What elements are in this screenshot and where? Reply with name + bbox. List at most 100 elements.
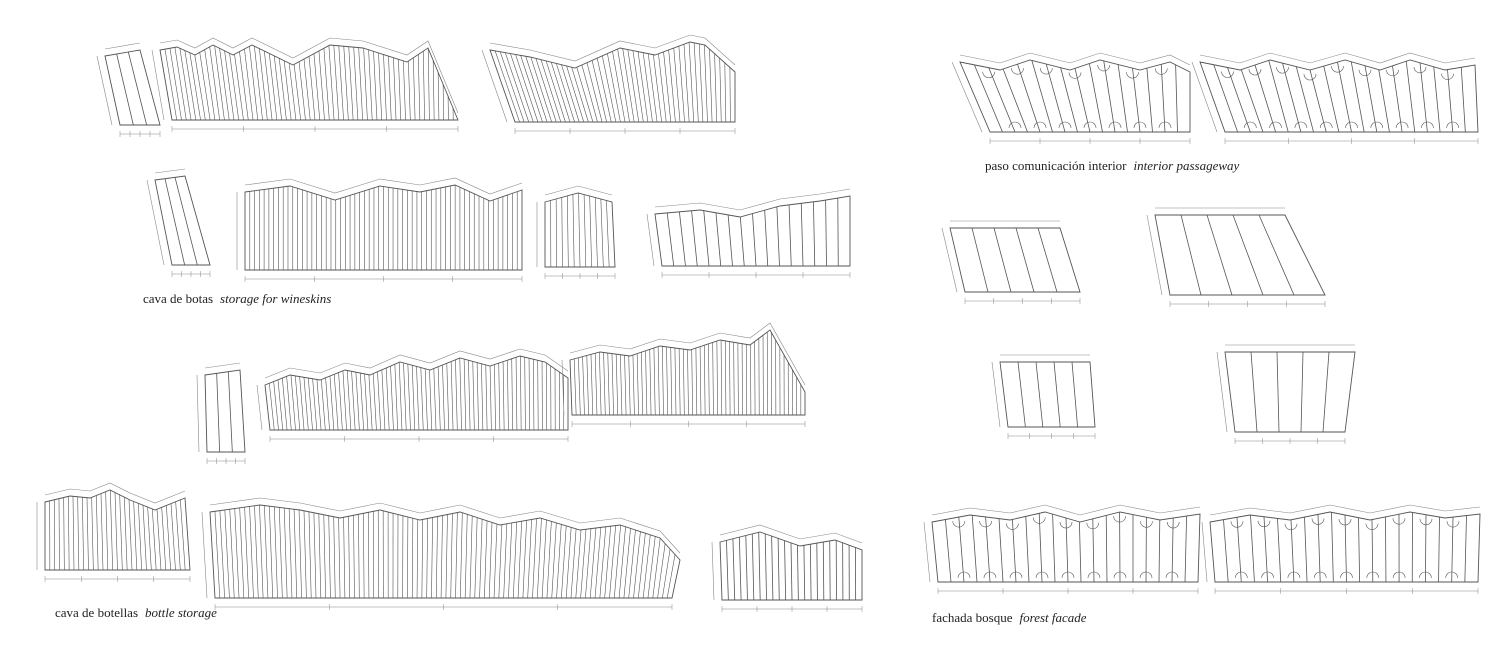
slat-line [424,368,428,431]
slat-line [712,342,714,416]
slat-line [298,61,306,121]
slat-line [133,501,138,571]
slat-line [803,545,806,601]
slat-line [273,55,282,121]
slat-line [274,506,278,599]
slat-line [745,535,748,601]
slat-line [764,533,767,601]
slat-line [358,514,360,599]
slat-line [353,47,359,121]
door-swing-arc [1166,521,1180,529]
slat-line [286,376,292,431]
slat-line [353,515,355,599]
slat-line [288,63,297,121]
slat-line [520,356,522,431]
slat-line [219,510,225,599]
slat-line [393,57,397,121]
slat-line [147,507,152,571]
slat-line [737,342,739,416]
door-swing-arc [1338,518,1352,526]
slat-line [1031,60,1053,133]
slat-line [691,349,693,416]
slat-line [368,374,373,431]
side-dimension-line [1201,521,1208,583]
slat-line [620,354,623,416]
slat-line [199,52,211,121]
slat-line [511,358,513,431]
top-dimension-line [264,348,569,379]
side-dimension-line [1216,351,1228,433]
slat-line [394,364,399,431]
panel-outline [1154,214,1326,296]
door-swing-arc [1068,72,1082,79]
slat-line [91,497,94,571]
slat-line [323,48,330,121]
side-dimension-line [991,361,1001,428]
slat-line [567,195,569,268]
slat-line [312,378,318,431]
slat-line [632,355,635,416]
door-swing-arc [1446,121,1459,129]
slat-line [647,536,656,599]
slat-line [333,374,339,431]
slat-line [442,84,444,121]
slat-line [468,360,471,431]
top-dimension-line [104,42,141,50]
slat-line [442,365,445,431]
slat-line [573,358,577,416]
slat-line [653,54,662,123]
door-swing-arc [1421,121,1434,129]
slat-line [1037,227,1058,293]
door-swing-arc [1126,72,1139,79]
door-swing-arc [1133,121,1147,129]
slat-line [216,373,221,453]
slat-line [249,46,259,121]
slat-line [77,496,80,571]
slat-line [320,379,326,431]
slat-line [522,520,527,599]
panel-outline [1209,511,1481,583]
slat-line [666,346,668,416]
door-swing-arc [1011,68,1024,75]
slat-line [570,528,577,599]
slat-line [363,48,368,121]
slat-line [662,346,664,416]
slat-line [1092,518,1095,583]
slat-line [1378,69,1390,133]
slat-line [1358,517,1361,583]
slat-line [764,210,769,267]
slat-line [540,59,562,123]
slat-line [1451,517,1454,583]
slat-line [561,197,563,268]
slat-line [249,506,254,599]
slat-line [1331,512,1334,583]
slat-line [464,514,468,599]
door-swing-arc [957,571,971,579]
door-swing-arc [1257,520,1271,528]
door-swing-arc [1158,121,1172,129]
slat-line [517,521,522,599]
slat-line [1158,519,1161,583]
slat-line [596,58,612,123]
slat-line [704,44,708,123]
door-swing-arc [1165,571,1179,579]
slat-line [1146,68,1153,133]
slat-line [771,536,774,601]
slat-line [638,533,646,599]
slat-line [1175,64,1178,133]
slat-line [229,509,235,599]
slat-line [174,177,198,266]
side-dimension-line [941,227,958,293]
slat-line [645,350,648,416]
slat-line [727,214,733,267]
slat-line [691,210,698,267]
slat-line [604,526,612,599]
side-dimension-line [646,213,655,267]
slat-line [816,543,818,601]
slat-line [505,52,530,123]
slat-line [282,378,288,431]
door-swing-arc [1097,64,1111,72]
slat-line [578,193,581,268]
